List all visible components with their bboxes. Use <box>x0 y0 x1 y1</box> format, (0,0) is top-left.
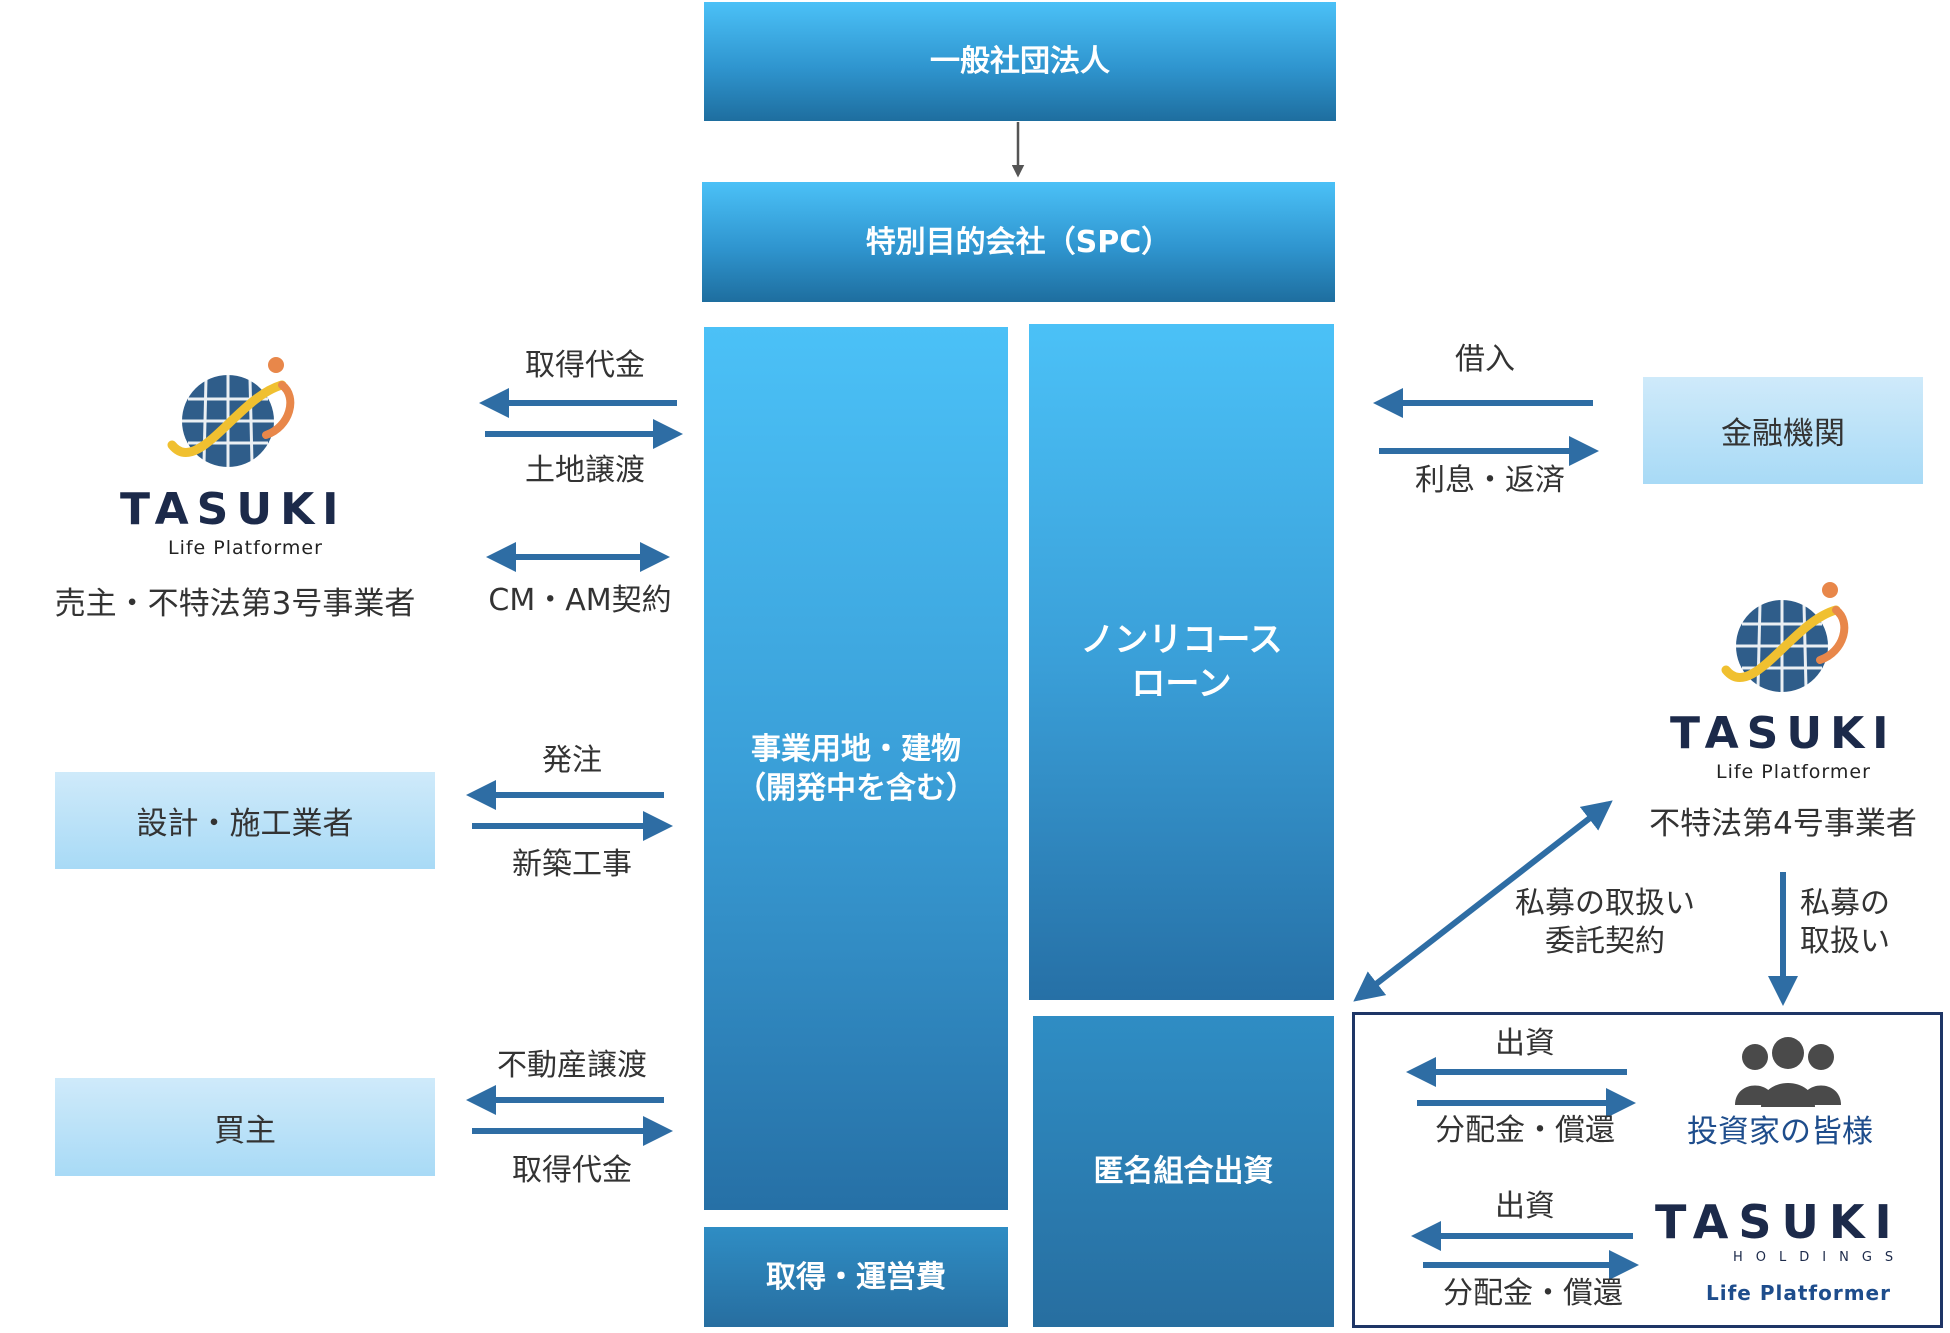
label-construction: 新築工事 <box>512 847 632 882</box>
label-invest1: 出資 <box>1495 1026 1555 1061</box>
label-order: 発注 <box>542 743 602 778</box>
label-realestate-transfer: 不動産譲渡 <box>497 1048 647 1083</box>
spc-label: 特別目的会社（SPC） <box>865 224 1172 260</box>
arrow-private-contract <box>1353 800 1613 1002</box>
label-acq-price-top: 取得代金 <box>525 348 645 383</box>
anonymous-partnership-box: 匿名組合出資 <box>1033 1016 1334 1327</box>
globe-logo-icon <box>167 357 295 467</box>
label-acq-price-bottom: 取得代金 <box>512 1153 632 1188</box>
nonrecourse-loan-box: ノンリコース ローン <box>1029 324 1334 1000</box>
label-private-handling: 私募の 取扱い <box>1800 885 1910 960</box>
nonrecourse-line2: ローン <box>1131 664 1232 704</box>
land-building-line2: （開発中を含む） <box>736 770 976 806</box>
financial-institution-box: 金融機関 <box>1643 377 1923 484</box>
label-private-contract: 私募の取扱い 委託契約 <box>1490 885 1720 960</box>
label-dist2: 分配金・償還 <box>1443 1276 1623 1311</box>
tasuki-logo-sub-left: Life Platformer <box>168 537 323 559</box>
general-association-box: 一般社団法人 <box>704 2 1336 121</box>
label-private-handling-line2: 取扱い <box>1800 923 1890 959</box>
tasuki-logo-word-right: TASUKI <box>1670 708 1897 759</box>
holdings-logo-tag: Life Platformer <box>1706 1281 1891 1305</box>
buyer-box: 買主 <box>55 1078 435 1176</box>
holdings-logo-sub: HOLDINGS <box>1733 1250 1907 1265</box>
holdings-logo-word: TASUKI <box>1655 1195 1902 1249</box>
anonymous-partnership-label: 匿名組合出資 <box>1093 1154 1274 1189</box>
label-invest2: 出資 <box>1495 1189 1555 1224</box>
investor-frame <box>1352 1012 1943 1328</box>
label-private-contract-line2: 委託契約 <box>1545 923 1665 959</box>
label-cm-am: CM・AM契約 <box>488 583 672 618</box>
designer-contractor-label: 設計・施工業者 <box>136 806 354 842</box>
label-borrowing: 借入 <box>1455 342 1515 377</box>
investors-label: 投資家の皆様 <box>1687 1114 1873 1150</box>
label-private-contract-line1: 私募の取扱い <box>1515 886 1695 921</box>
acquisition-cost-box: 取得・運営費 <box>704 1227 1008 1327</box>
tasuki-logo-word-left: TASUKI <box>120 484 347 535</box>
seller-label: 売主・不特法第3号事業者 <box>54 586 416 622</box>
nonrecourse-line1: ノンリコース <box>1080 619 1283 660</box>
spc-box: 特別目的会社（SPC） <box>702 182 1335 302</box>
label-interest-repay: 利息・返済 <box>1415 463 1565 498</box>
label-private-handling-line1: 私募の <box>1800 886 1890 921</box>
tasuki-logo-sub-right: Life Platformer <box>1716 761 1871 783</box>
designer-contractor-box: 設計・施工業者 <box>55 772 435 869</box>
acquisition-cost-label: 取得・運営費 <box>766 1259 946 1295</box>
general-association-label: 一般社団法人 <box>930 44 1110 79</box>
label-dist1: 分配金・償還 <box>1435 1113 1615 1148</box>
label-land-transfer: 土地譲渡 <box>525 453 645 488</box>
people-group-icon <box>1735 1037 1841 1107</box>
globe-logo-icon-right <box>1721 582 1849 692</box>
land-building-box: 事業用地・建物 （開発中を含む） <box>704 327 1008 1210</box>
land-building-line1: 事業用地・建物 <box>751 731 961 767</box>
op4-label: 不特法第4号事業者 <box>1649 806 1917 842</box>
financial-institution-label: 金融機関 <box>1721 416 1845 452</box>
buyer-label: 買主 <box>214 1112 276 1149</box>
